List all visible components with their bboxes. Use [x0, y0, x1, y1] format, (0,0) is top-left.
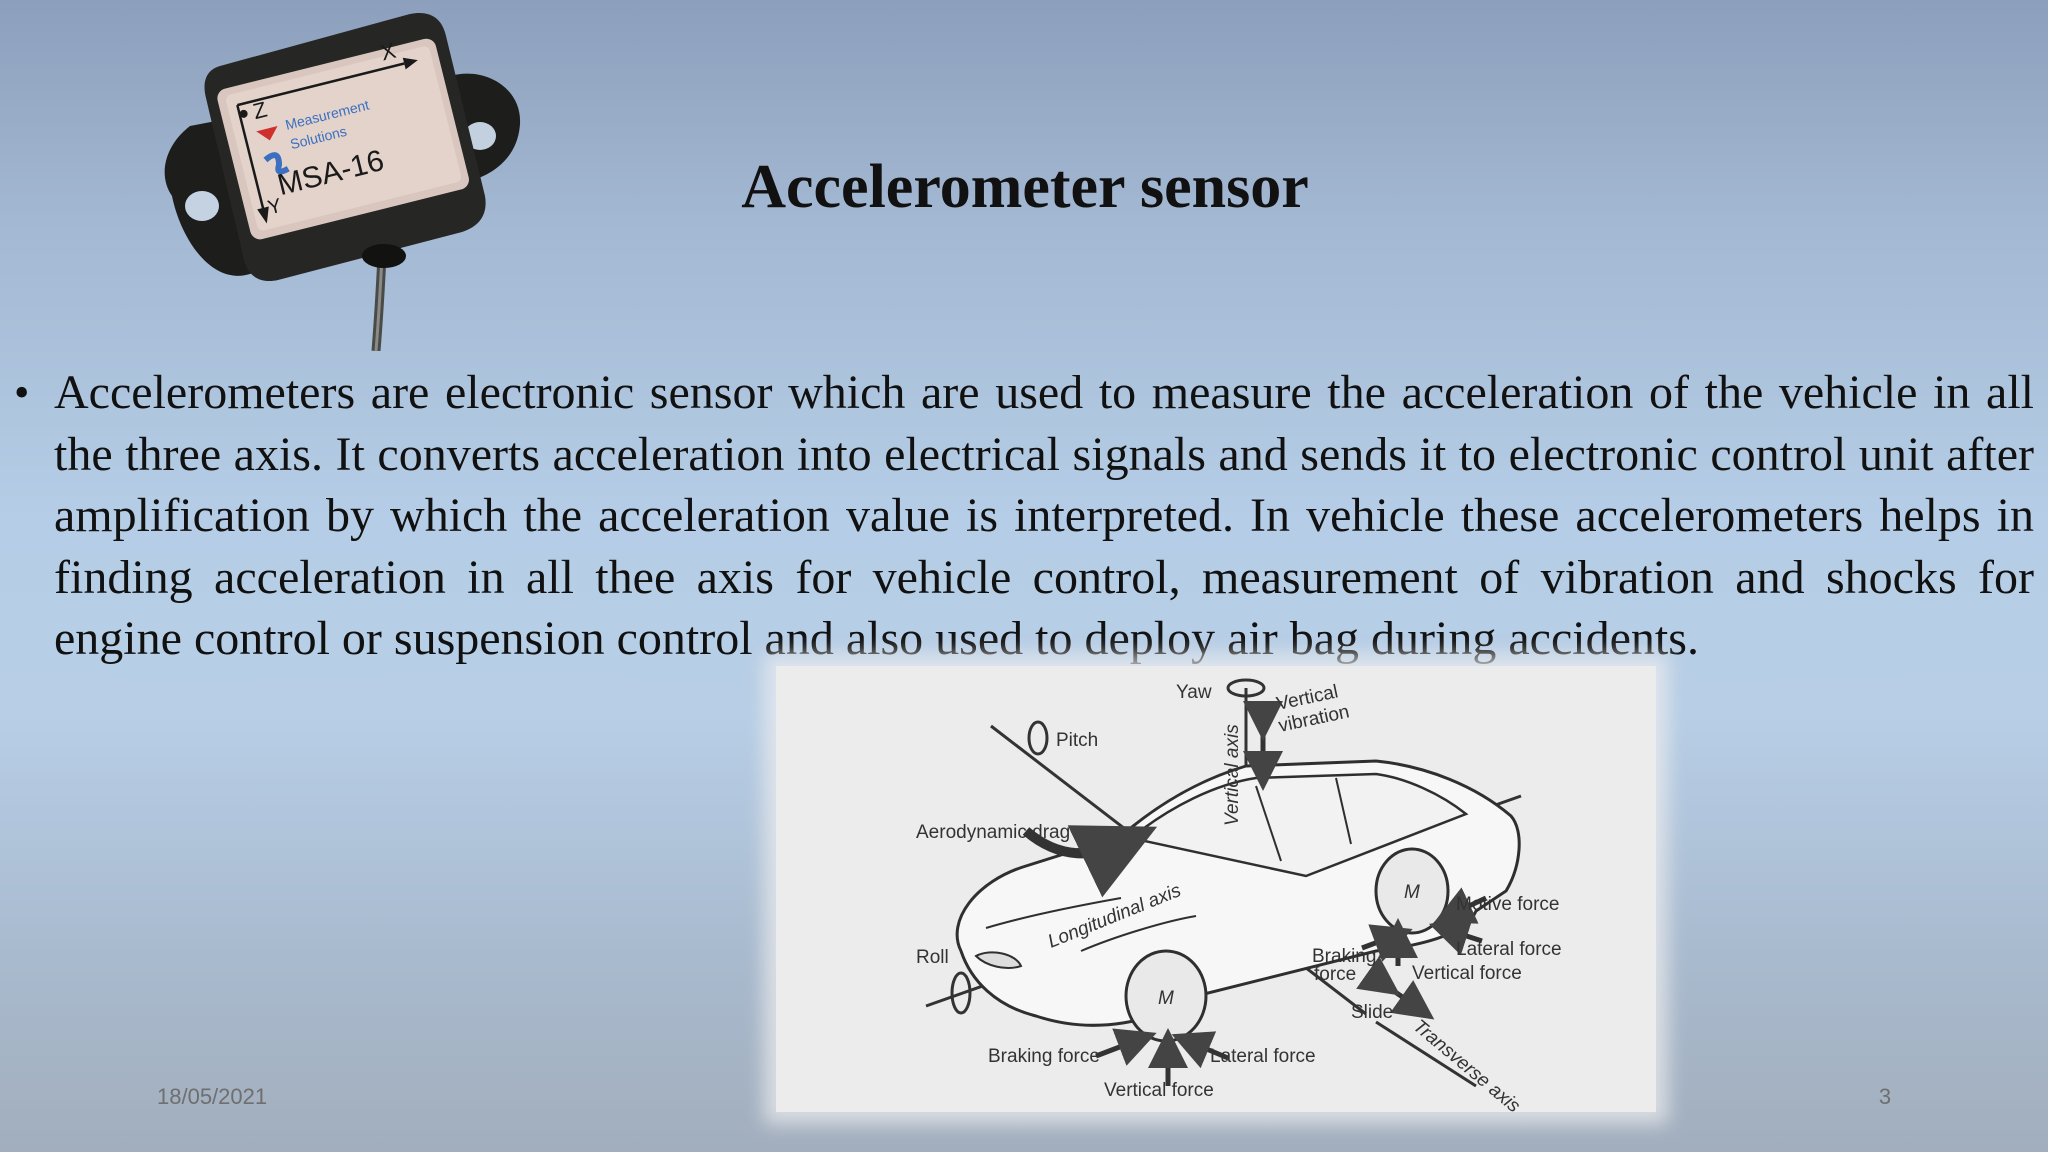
slide-page-number: 3 — [1878, 1084, 1892, 1109]
bullet-text: Accelerometers are electronic sensor whi… — [54, 366, 2034, 665]
rear-wheel-moment-label: M — [1404, 882, 1420, 903]
vertical-force-front-label: Vertical force — [1104, 1080, 1214, 1101]
lateral-force-front-label: Lateral force — [1210, 1046, 1316, 1067]
braking-force-rear-label-2: force — [1314, 964, 1356, 985]
slide-label: Slide — [1351, 1002, 1393, 1023]
vertical-axis-label: Vertical axis — [1222, 724, 1243, 826]
vertical-force-rear-label: Vertical force — [1412, 963, 1522, 984]
braking-force-front-label: Braking force — [988, 1046, 1100, 1067]
yaw-label: Yaw — [1176, 682, 1212, 703]
lateral-force-rear-label: Lateral force — [1456, 939, 1562, 960]
braking-force-rear-label-1: Braking — [1312, 946, 1376, 967]
bullet-dot-icon: • — [14, 368, 30, 417]
front-wheel-moment-label: M — [1158, 988, 1174, 1009]
accelerometer-sensor-image: Z X Y Measurement Solutions MSA-16 — [164, 12, 521, 351]
roll-label: Roll — [916, 947, 949, 968]
aerodynamic-drag-label: Aerodynamic drag — [916, 822, 1070, 843]
slide-title: Accelerometer sensor — [741, 153, 1309, 221]
pitch-label: Pitch — [1056, 730, 1098, 751]
sensor-axis-y-label: Y — [266, 195, 284, 220]
transverse-axis-label: Transverse axis — [1409, 1016, 1525, 1112]
vehicle-axes-forces-diagram: M M Yaw Vertical vibration Pitch Vertica… — [776, 666, 1656, 1112]
sensor-axis-z-label: Z — [250, 97, 269, 125]
sensor-axis-x-label: X — [378, 38, 399, 66]
motive-force-label: Motive force — [1456, 894, 1559, 915]
slide-date: 18/05/2021 — [157, 1084, 268, 1109]
